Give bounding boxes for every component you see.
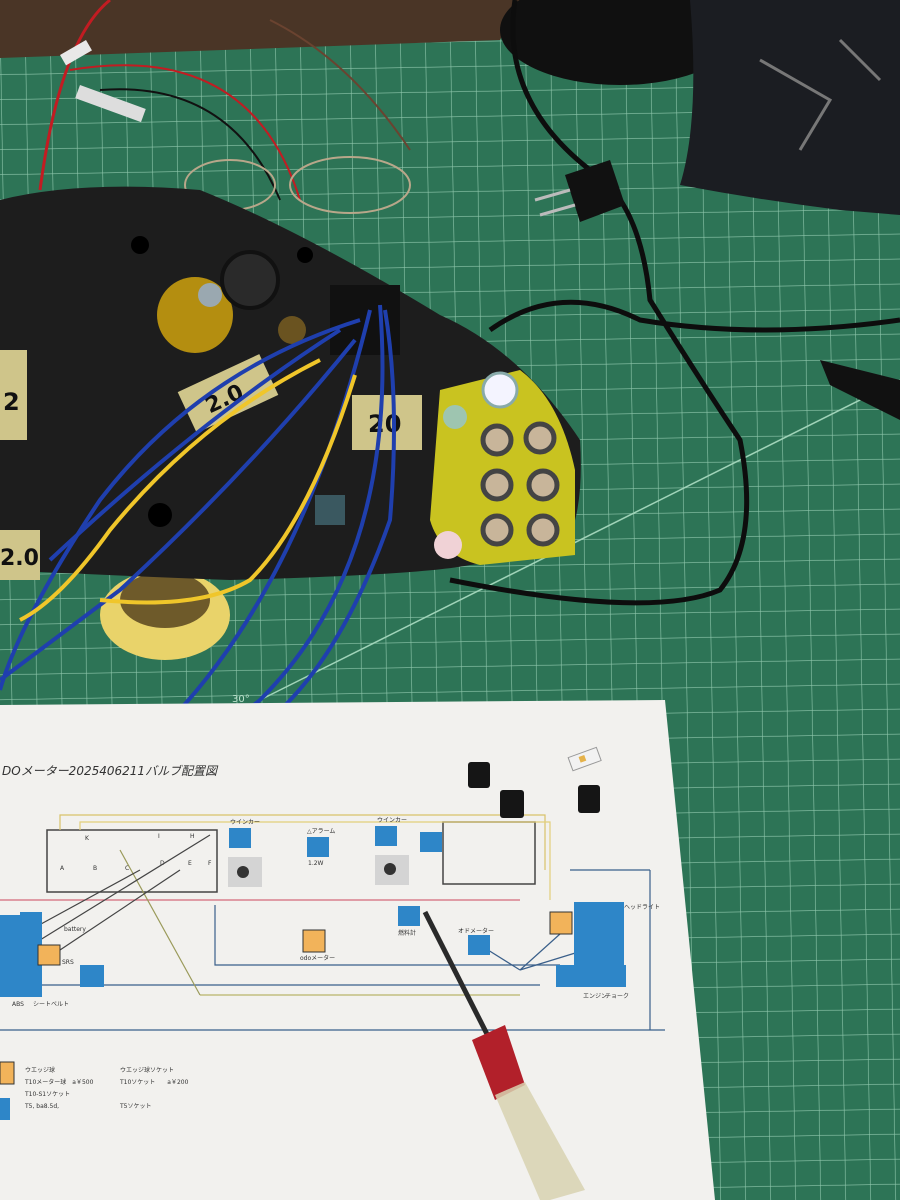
test-lead-red — [69, 64, 301, 201]
legend-swatch — [0, 1061, 15, 1120]
wooden-table — [0, 0, 520, 58]
svg-text:2.0: 2.0 — [0, 546, 39, 571]
bag-highlight — [759, 38, 882, 151]
connector-letter: A — [60, 865, 65, 872]
screwdriver-handle-red — [472, 1025, 525, 1100]
lit-bulb-pink — [434, 531, 462, 559]
alligator-clip — [60, 40, 92, 66]
label-engine: エンジン — [583, 993, 607, 1000]
connector-letter: K — [85, 835, 90, 842]
legend-t10-socket: T10ソケット a￥200 — [119, 1079, 189, 1086]
lit-bulb-white — [481, 371, 519, 409]
tape-label: 20 — [352, 395, 422, 450]
label-battery: battery — [64, 926, 86, 933]
test-lead-black — [99, 88, 281, 201]
connector-letter: C — [125, 865, 129, 872]
label-watt: 1.2W — [308, 860, 324, 867]
label-odo: odoメーター — [300, 954, 335, 962]
label-odometer: オドメーター — [458, 927, 494, 935]
legend-t10-s1-socket: T10-S1ソケット — [24, 1091, 70, 1098]
label-fuel: 燃料計 — [398, 929, 416, 937]
bulb-square-orange — [302, 929, 326, 953]
eyeglasses — [289, 156, 411, 214]
connector-letter: H — [190, 833, 195, 840]
mount-hole — [297, 247, 313, 263]
label-turn-right: ウインカー — [377, 816, 407, 824]
gauge-dot — [384, 863, 396, 875]
mat-angle-marking: 30° — [232, 694, 250, 705]
connector-letter: D — [160, 860, 165, 867]
mount-boss — [220, 250, 280, 310]
tape-roll-core — [120, 572, 210, 628]
connector-letter: I — [158, 833, 160, 840]
label-seatbelt: シートベルト — [33, 1001, 69, 1008]
tape-label: 2.0 — [0, 530, 40, 580]
connector-letter: B — [93, 865, 97, 872]
connector-letter: E — [188, 860, 192, 867]
bulb-square-orange — [37, 944, 61, 966]
gauge-dot — [237, 866, 249, 878]
legend-t5: T5, ba8.5d, — [24, 1103, 59, 1110]
label-turn-left: ウインカー — [230, 818, 260, 826]
screwdriver-handle-clear — [495, 1082, 585, 1200]
mount-hole — [148, 503, 172, 527]
connector-block — [46, 829, 218, 893]
blue-wires — [0, 304, 396, 763]
bulb-square-orange — [549, 911, 573, 935]
legend-wedge-bulb: ウエッジ球 — [25, 1066, 55, 1074]
label-headlight: ヘッドライト — [624, 904, 660, 911]
bulb-squares — [0, 826, 626, 997]
black-base — [500, 0, 740, 85]
label-alarm: △アラーム — [307, 828, 335, 835]
loose-bulb-sockets — [468, 762, 600, 818]
svg-text:20: 20 — [368, 410, 401, 438]
legend-wedge-socket: ウエッジ球ソケット — [120, 1066, 174, 1074]
mount-hole — [278, 316, 306, 344]
plastic-bag — [680, 0, 900, 215]
plug-prong — [534, 188, 571, 202]
diagram-paper — [0, 700, 715, 1200]
mat-diagonal-line — [259, 379, 900, 701]
gauge-bulb — [198, 283, 222, 307]
yellow-wires — [19, 358, 357, 622]
diagram-title: DOメーター2025406211バルブ配置図 — [2, 764, 219, 778]
window — [315, 495, 345, 525]
legend-t10-bulb: T10メーター球 a￥500 — [24, 1078, 94, 1086]
connector-letter: F — [208, 860, 212, 867]
alligator-clip — [75, 84, 146, 123]
plug-prong — [539, 203, 576, 217]
power-plug — [565, 160, 625, 222]
label-srs: SRS — [62, 959, 74, 966]
label-choke: チョーク — [605, 993, 629, 1000]
test-lead-wire — [269, 19, 411, 151]
tape-label: 2 — [0, 350, 27, 440]
legend-t5-socket: T5ソケット — [119, 1103, 151, 1110]
bulb-socket-grid — [480, 421, 560, 547]
mount-hole — [131, 236, 149, 254]
cigarette-plug — [820, 360, 900, 420]
svg-text:2: 2 — [3, 388, 20, 416]
led-bulb — [567, 746, 602, 772]
label-abs: ABS — [12, 1001, 24, 1008]
screwdriver-shaft — [422, 910, 493, 1042]
power-cable — [449, 0, 900, 606]
lit-bulb-green — [443, 405, 467, 429]
test-lead-red — [38, 0, 111, 191]
